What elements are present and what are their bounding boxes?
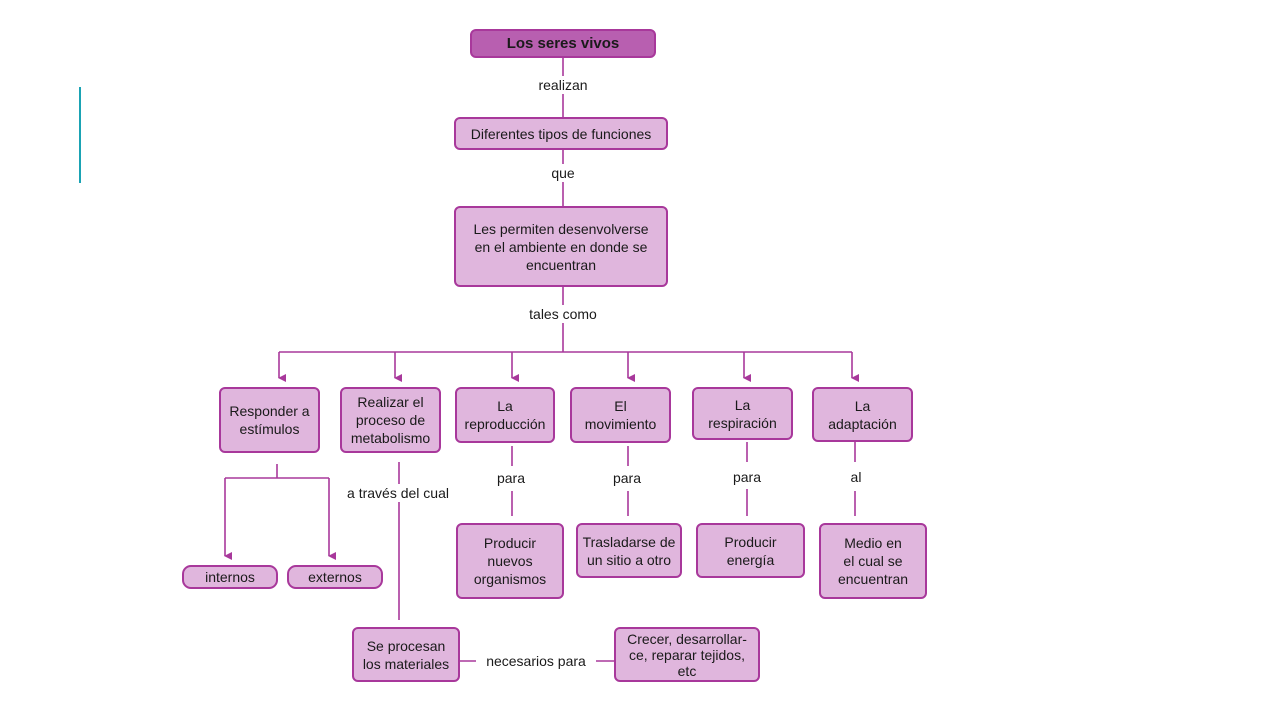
node-functions: Diferentes tipos de funciones bbox=[454, 117, 668, 150]
link-al: al bbox=[848, 468, 864, 486]
node-internal: internos bbox=[182, 565, 278, 589]
node-new-organisms: Producir nuevos organismos bbox=[456, 523, 564, 599]
link-que: que bbox=[549, 164, 577, 182]
node-process-materials: Se procesan los materiales bbox=[352, 627, 460, 682]
link-tales-como: tales como bbox=[527, 305, 599, 323]
slide-accent-line bbox=[79, 87, 81, 183]
node-relocate: Trasladarse de un sitio a otro bbox=[576, 523, 682, 578]
node-energy: Producir energía bbox=[696, 523, 805, 578]
link-para-reproduction: para bbox=[494, 469, 528, 487]
link-a-traves: a través del cual bbox=[345, 484, 451, 502]
link-realizan: realizan bbox=[536, 76, 590, 94]
node-reproduction: La reproducción bbox=[455, 387, 555, 443]
node-metabolism: Realizar el proceso de metabolismo bbox=[340, 387, 441, 453]
node-environment: Les permiten desenvolverse en el ambient… bbox=[454, 206, 668, 287]
link-necesarios: necesarios para bbox=[484, 652, 588, 670]
link-para-movement: para bbox=[610, 469, 644, 487]
node-movement: El movimiento bbox=[570, 387, 671, 443]
node-adaptation: La adaptación bbox=[812, 387, 913, 442]
node-stimuli: Responder a estímulos bbox=[219, 387, 320, 453]
node-grow: Crecer, desarrollar- ce, reparar tejidos… bbox=[614, 627, 760, 682]
node-external: externos bbox=[287, 565, 383, 589]
node-medium: Medio en el cual se encuentran bbox=[819, 523, 927, 599]
link-para-respiration: para bbox=[730, 468, 764, 486]
node-root: Los seres vivos bbox=[470, 29, 656, 58]
node-respiration: La respiración bbox=[692, 387, 793, 440]
